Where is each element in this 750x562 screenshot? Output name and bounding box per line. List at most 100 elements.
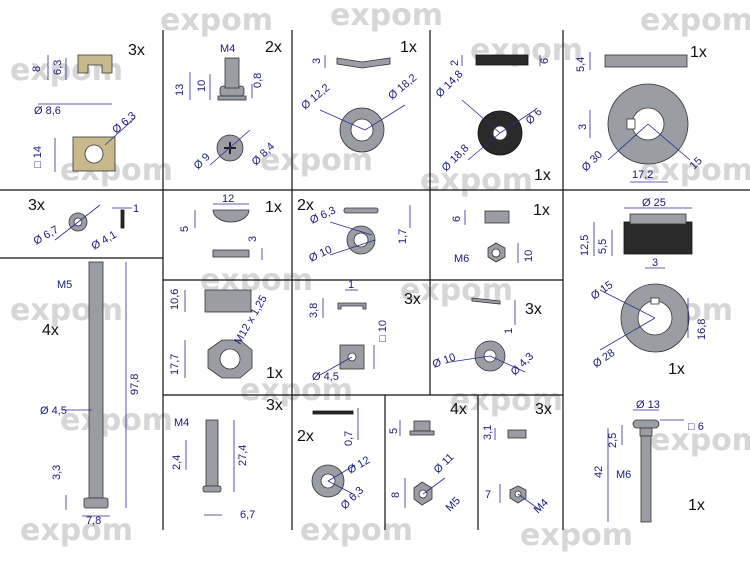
dimension-label: Ø 12,2: [299, 82, 332, 112]
cell-nut-m12: 10,6 M12 x 1,25 17,7 1x: [169, 289, 283, 382]
dimension-label: 16,8: [696, 319, 708, 340]
dimension-label: M4: [532, 497, 551, 516]
nut-side-view: [204, 289, 252, 313]
screw-shank: [205, 419, 219, 487]
quantity-label: 3x: [535, 401, 552, 418]
dimension-label: 6,7: [240, 509, 255, 521]
dimension-label: Ø 30: [580, 149, 605, 174]
quantity-label: 2x: [297, 428, 314, 445]
watermark: expom: [20, 513, 133, 548]
dimension-label: 42: [593, 466, 605, 478]
nut-side-view: [484, 210, 510, 224]
bushing-flange: [629, 213, 687, 225]
quantity-label: 3x: [128, 42, 145, 59]
screw-head: [202, 485, 222, 493]
dimension-label: Ø 8,6: [34, 105, 61, 117]
washer: [217, 95, 247, 101]
watermark: expom: [650, 423, 750, 458]
dimension-label: 0,8: [252, 73, 264, 88]
dimension-label: Ø 6: [524, 106, 545, 127]
watermark: expom: [520, 518, 633, 553]
nut-body: [413, 420, 431, 432]
watermark: expom: [60, 403, 173, 438]
dimension-label: 3: [577, 124, 589, 130]
dimension-label: 1,7: [397, 229, 409, 244]
dimension-label: Ø 4,3: [509, 351, 537, 379]
quantity-label: 3x: [525, 301, 542, 318]
dimension-label: 3,1: [482, 425, 494, 440]
dimension-label: Ø 12: [346, 454, 373, 476]
dimension-label: 27,4: [237, 445, 249, 466]
dimension-label: Ø 4,5: [312, 371, 339, 383]
cell-keyed-washer: 1x 5,4 3 Ø 30 17,2 15: [575, 44, 707, 183]
quantity-label: 1x: [265, 199, 282, 216]
cell-nut-m4: 3x 3,1 7 M4: [482, 401, 552, 516]
dimension-label: Ø 4,5: [40, 405, 67, 417]
dimension-label: □ 14: [32, 146, 44, 168]
washer-side-view: [312, 410, 354, 415]
square-washer-side-view: [337, 302, 367, 310]
dimension-label: 2,4: [171, 455, 183, 470]
watermark-layer: expom expom expom expom expom expom expo…: [10, 0, 750, 553]
dimension-label: 5: [179, 226, 191, 232]
key-notch: [626, 118, 636, 130]
key-top-view: [212, 249, 250, 258]
quantity-label: 1x: [533, 202, 550, 219]
dimension-label: Ø 14,8: [434, 68, 466, 100]
dimension-label: Ø 4,1: [90, 229, 119, 253]
quantity-label: 2x: [297, 197, 314, 214]
dimension-label: Ø 25: [642, 197, 666, 209]
dimension-label: 2,5: [607, 433, 619, 448]
cell-split-washer: 2x Ø 6,3 1,7 Ø 10: [297, 197, 411, 265]
bolt-shank: [88, 261, 104, 499]
dimension-label: Ø 28: [591, 347, 617, 371]
dimension-label: 10: [523, 250, 535, 262]
washer-hole: [350, 118, 374, 142]
nut-flange: [409, 430, 435, 436]
dimension-label: 1: [348, 279, 354, 291]
dimension-label: Ø 10: [431, 351, 458, 370]
bolt-square-neck: [639, 427, 653, 437]
key-front-view: [212, 209, 250, 223]
quantity-label: 1x: [690, 44, 707, 61]
dimension-label: M6: [454, 253, 469, 265]
dimension-label: □ 6: [688, 421, 704, 433]
cell-woodruff-key: 1x 12 5 3: [179, 193, 282, 260]
watermark: expom: [450, 383, 563, 418]
dimension-label: 17,7: [169, 354, 181, 375]
nut-side-view: [507, 429, 527, 439]
quantity-label: 4x: [450, 401, 467, 418]
dimension-label: 1: [133, 203, 139, 215]
quantity-label: 4x: [42, 322, 59, 339]
bolt-head: [632, 419, 660, 429]
dimension-label: Ø 13: [636, 399, 660, 411]
bolt-shank: [640, 435, 652, 523]
cage-nut-hole: [84, 144, 104, 164]
cell-cage-nut: 3x 8 6,3 Ø 8,6 Ø 6,3 □ 14: [31, 42, 145, 172]
quantity-label: 3x: [28, 197, 45, 214]
dimension-label: 7: [485, 489, 491, 501]
dimension-label: M5: [444, 495, 463, 514]
dimension-label: 5,5: [597, 239, 609, 254]
dimension-label: 6: [539, 58, 551, 64]
bolt-head: [83, 497, 109, 509]
dimension-label: □ 10: [377, 320, 389, 342]
dimension-label: 3,3: [51, 465, 63, 480]
quantity-label: 3x: [266, 397, 283, 414]
dimension-label: 10: [196, 80, 208, 92]
dimension-label: Ø 11: [432, 451, 457, 476]
cell-flat-washer: 3x 1 Ø 10 Ø 4,3: [431, 297, 542, 379]
dimension-label: 8: [390, 492, 402, 498]
dimension-label: Ø 18,2: [386, 72, 419, 102]
dimension-label: 6: [451, 216, 463, 222]
dimension-label: M4: [220, 43, 235, 55]
grid-lines: [0, 30, 750, 530]
quantity-label: 1x: [400, 39, 417, 56]
dimension-label: 5,4: [575, 57, 587, 72]
nut-hole: [491, 248, 501, 258]
quantity-label: 3x: [404, 291, 421, 308]
quantity-label: 2x: [265, 39, 282, 56]
spring-washer-side-view: [336, 57, 391, 69]
dimension-label: Ø 9: [192, 151, 213, 172]
